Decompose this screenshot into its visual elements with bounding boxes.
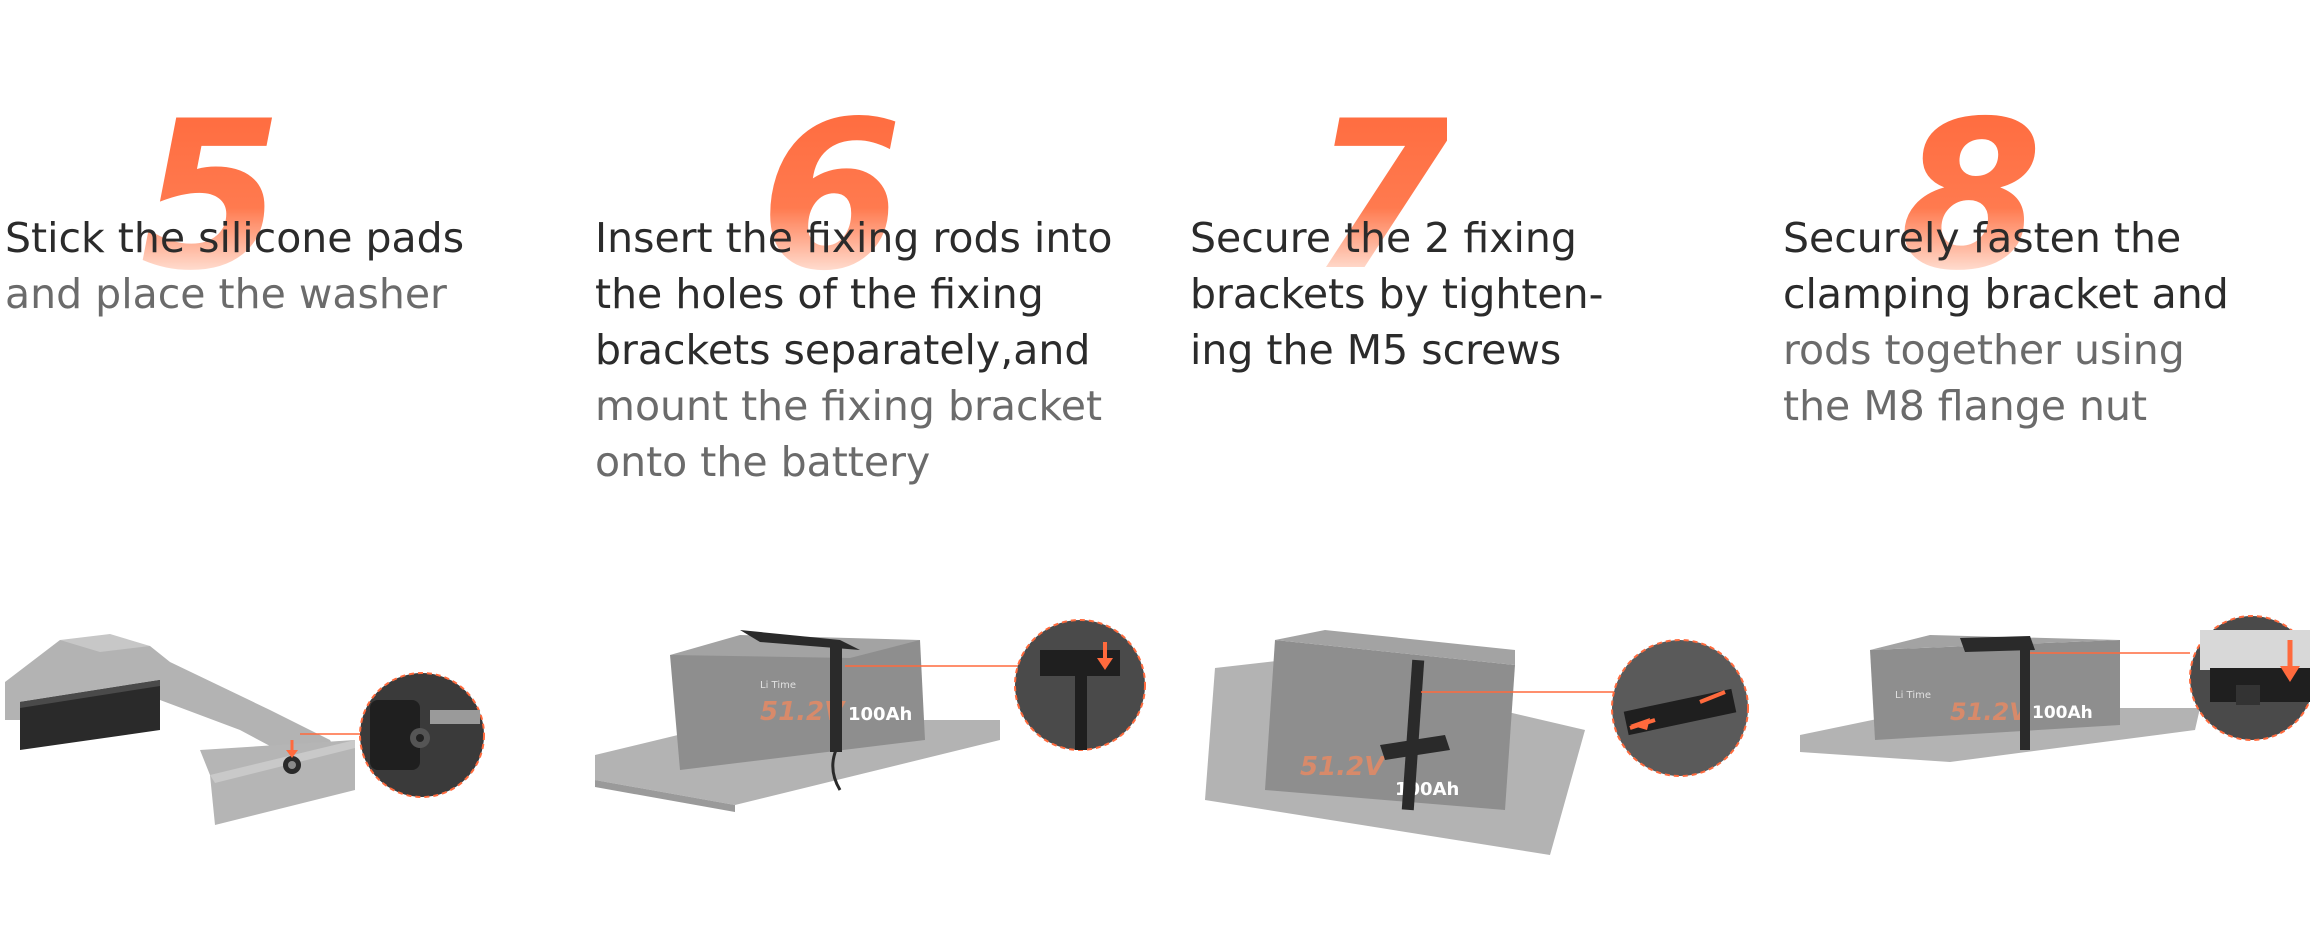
step-description: Securely fasten the clamping bracket and… (1783, 210, 2229, 434)
step-number: 8 (1900, 78, 2043, 316)
description-line: rods together using (1783, 326, 2185, 374)
battery-brand: Li Time (760, 680, 796, 691)
battery (1265, 640, 1515, 810)
battery-capacity: 100Ah (2032, 703, 2093, 723)
step-illustration: 51.2V 100Ah Li Time (1800, 615, 2310, 762)
step-5: 5 Stick the silicone pads and place the … (0, 0, 580, 946)
description-line: Insert the fixing rods into (595, 214, 1113, 262)
step-illustration: 51.2V 100Ah (1205, 630, 1749, 855)
description-line: ing the M5 screws (1190, 326, 1562, 374)
battery-voltage: 51.2V (1950, 698, 2030, 726)
clamping-bracket (1960, 636, 2035, 652)
battery (670, 640, 925, 770)
battery-voltage: 51.2V (1300, 752, 1386, 782)
description-line: mount the fixing bracket (595, 382, 1103, 430)
description-line: brackets by tighten- (1190, 270, 1604, 318)
description-line: onto the battery (595, 438, 931, 486)
description-line: clamping bracket and (1783, 270, 2229, 318)
step-description: Secure the 2 fixing brackets by tighten-… (1190, 210, 1603, 378)
description-line: and place the washer (5, 270, 447, 318)
description-line: the M8 flange nut (1783, 382, 2148, 430)
description-line: Securely fasten the (1783, 214, 2182, 262)
step-number: 6 (760, 78, 903, 316)
bracket-plate (5, 640, 340, 762)
description-line: Stick the silicone pads (5, 214, 465, 262)
description-line: brackets separately,and (595, 326, 1091, 374)
description-line: the holes of the fixing (595, 270, 1044, 318)
step-description: Insert the fixing rods into the holes of… (595, 210, 1112, 490)
battery-capacity: 100Ah (848, 704, 912, 725)
fixing-bracket (1380, 735, 1450, 760)
step-illustration: 51.2V 100Ah Li Time (595, 619, 1146, 812)
step-6: 6 Insert the fixing rods into the holes … (590, 0, 1180, 946)
step-7: 7 Secure the 2 fixing brackets by tighte… (1185, 0, 1785, 946)
description-line: Secure the 2 fixing (1190, 214, 1577, 262)
step-illustration (5, 634, 485, 825)
step-number: 7 (1310, 78, 1453, 316)
battery (1870, 640, 2120, 740)
step-8: 8 Securely fasten the clamping bracket a… (1780, 0, 2310, 946)
step-description: Stick the silicone pads and place the wa… (5, 210, 464, 322)
battery-brand: Li Time (1895, 690, 1931, 701)
step-number: 5 (140, 78, 283, 316)
